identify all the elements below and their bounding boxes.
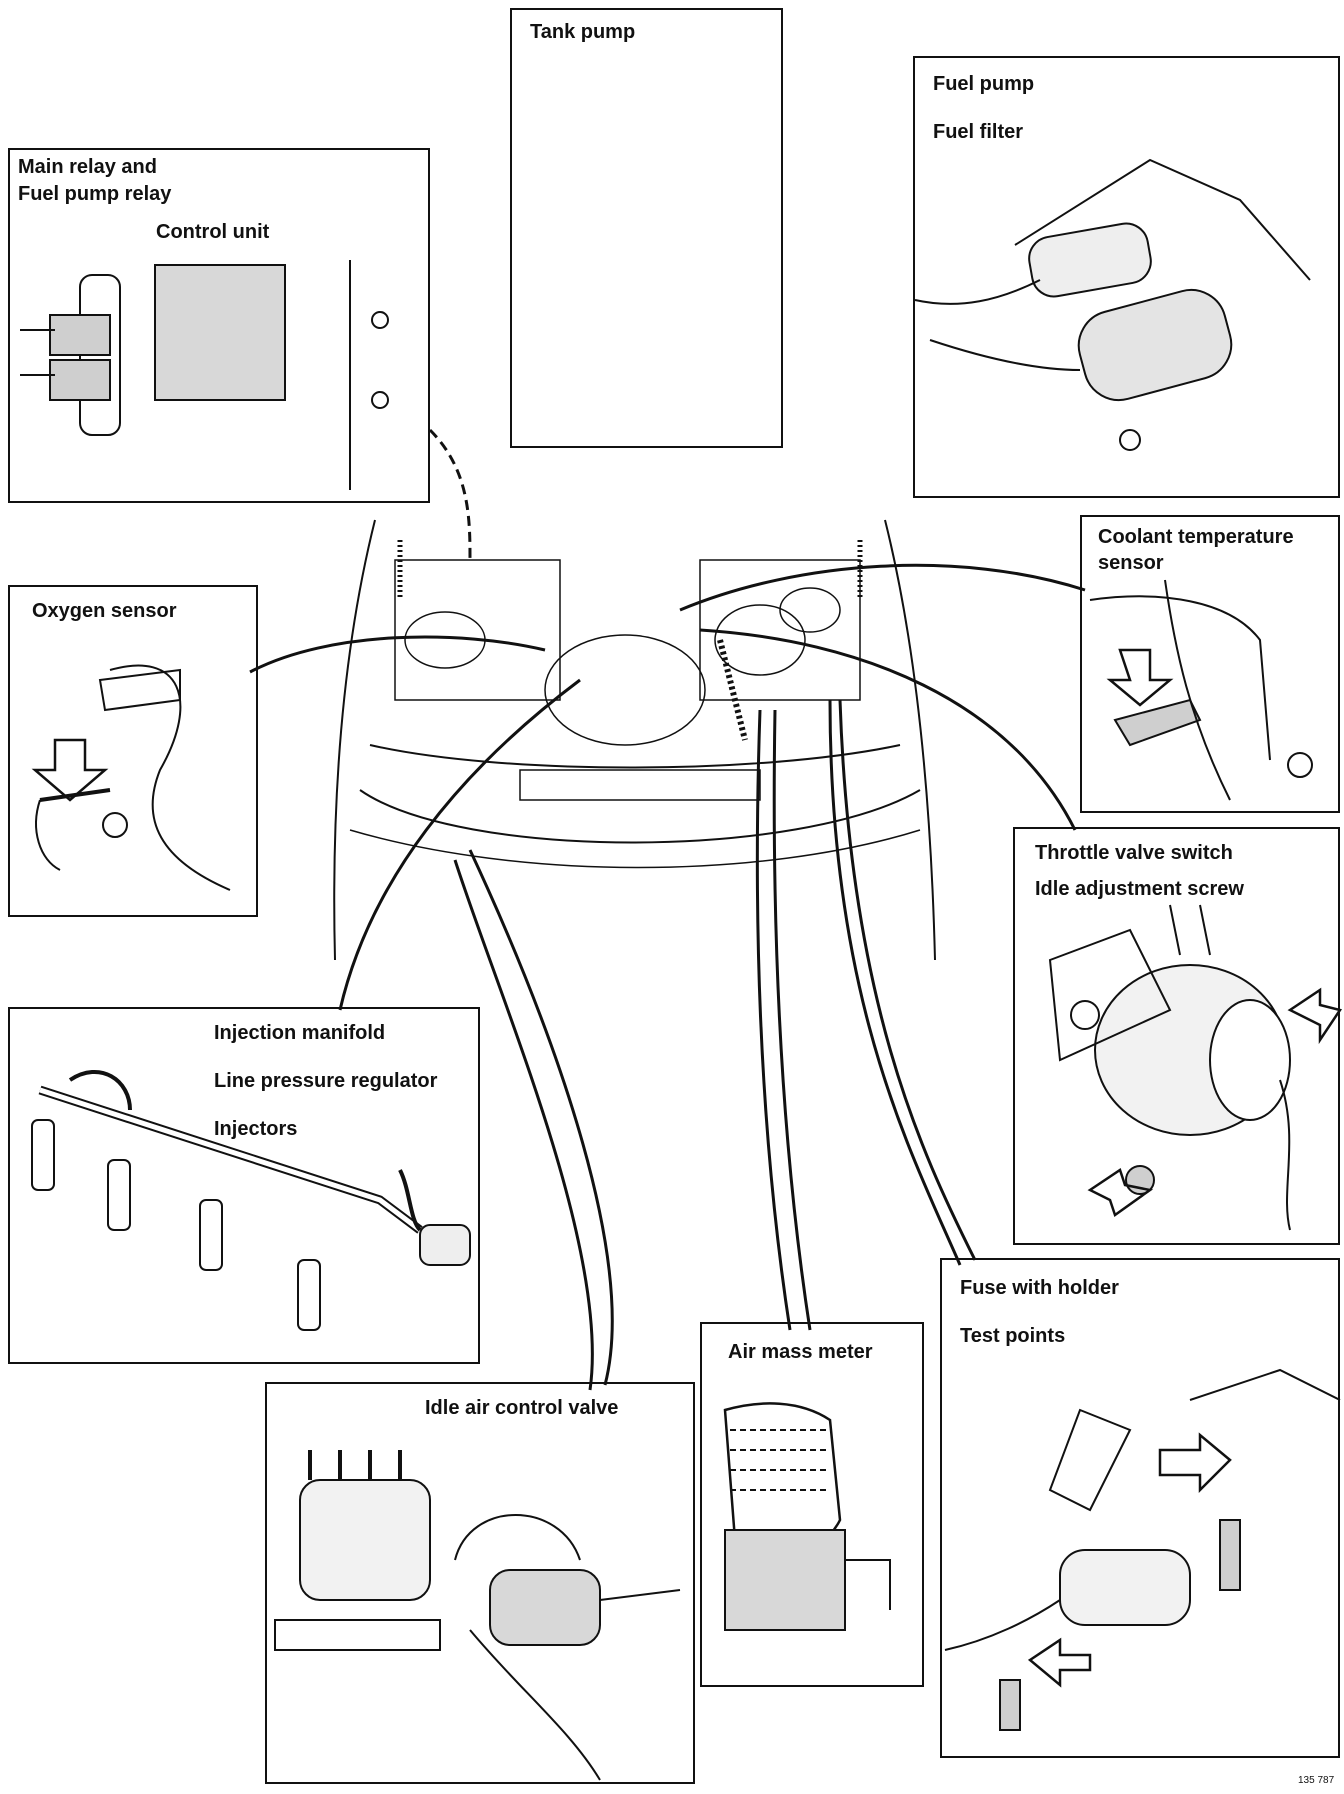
fuel-filter-label: Fuel filter <box>933 121 1024 143</box>
tank-pump-label: Tank pump <box>530 21 636 43</box>
idle-air-control-label: Idle air control valve <box>425 1397 619 1419</box>
coolant-label-line2: sensor <box>1098 552 1164 574</box>
main-relay-panel: Main relay and Fuel pump relay Control u… <box>8 148 430 503</box>
test-points-label: Test points <box>960 1325 1066 1347</box>
fuel-pump-panel: Fuel pump Fuel filter <box>913 56 1340 498</box>
idle-screw-label: Idle adjustment screw <box>1035 878 1244 900</box>
fuel-pump-relay-label: Fuel pump relay <box>18 183 172 205</box>
line-pressure-regulator-label: Line pressure regulator <box>214 1070 438 1092</box>
air-mass-meter-label: Air mass meter <box>728 1341 873 1363</box>
fuel-pump-label: Fuel pump <box>933 73 1035 95</box>
coolant-label-line1: Coolant temperature <box>1098 526 1294 548</box>
fuse-holder-panel: Fuse with holder Test points <box>940 1258 1340 1758</box>
coolant-sensor-panel: Coolant temperature sensor <box>1080 515 1340 813</box>
main-relay-label: Main relay and <box>18 156 157 178</box>
throttle-panel: Throttle valve switch Idle adjustment sc… <box>1013 827 1340 1245</box>
fuse-holder-label: Fuse with holder <box>960 1277 1119 1299</box>
oxygen-sensor-panel: Oxygen sensor <box>8 585 258 917</box>
throttle-switch-label: Throttle valve switch <box>1035 842 1233 864</box>
injection-manifold-panel: Injection manifold Line pressure regulat… <box>8 1007 480 1364</box>
idle-air-control-panel: Idle air control valve <box>265 1382 695 1784</box>
injectors-label: Injectors <box>214 1118 298 1140</box>
control-unit-label: Control unit <box>156 221 270 243</box>
figure-number: 135 787 <box>1298 1775 1335 1786</box>
air-mass-meter-panel: Air mass meter <box>700 1322 924 1687</box>
oxygen-sensor-label: Oxygen sensor <box>32 600 177 622</box>
injection-manifold-label: Injection manifold <box>214 1022 386 1044</box>
tank-pump-panel: Tank pump <box>510 8 783 448</box>
